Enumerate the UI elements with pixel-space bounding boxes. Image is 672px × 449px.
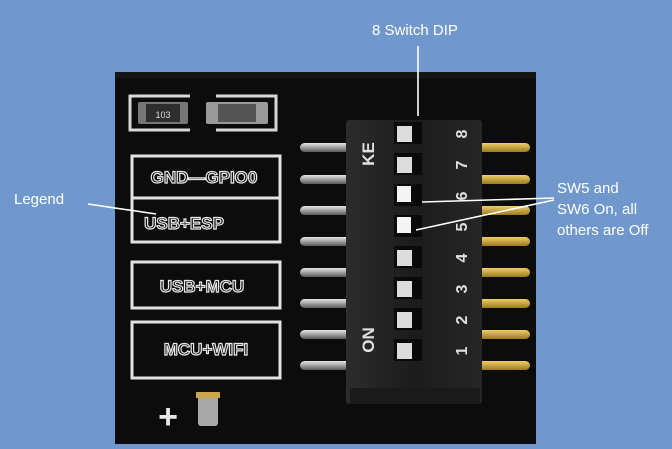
legend-leader-line [87, 203, 157, 215]
dip-switch-3[interactable] [394, 277, 422, 299]
dip-actuator[interactable] [397, 126, 412, 142]
dip-actuator[interactable] [397, 186, 411, 202]
dip-actuator[interactable] [397, 217, 411, 233]
dip-switch-1[interactable] [394, 339, 422, 361]
dip-switch-2[interactable] [394, 308, 422, 330]
dip-switch-6[interactable] [394, 184, 422, 206]
polarity-plus: + [158, 398, 178, 436]
dip-actuator[interactable] [397, 157, 412, 173]
legend-row-gnd-gpio0: GND—GPIO0 [151, 168, 258, 187]
dip-brand-label: KE [359, 142, 378, 166]
dip-switch-slots [394, 122, 422, 361]
dip-pins-right [476, 143, 530, 370]
dip-number-5: 5 [454, 222, 471, 231]
dip-on-label: ON [359, 327, 378, 353]
legend-caption: Legend [14, 191, 65, 208]
dip-switch-5[interactable] [394, 215, 422, 237]
switch-state-line-2: SW6 On, all [557, 201, 638, 218]
legend-row-usb-esp: USB+ESP [144, 214, 224, 233]
dip-number-8: 8 [454, 129, 471, 138]
resistor-label: 103 [155, 110, 170, 120]
dip-number-2: 2 [454, 315, 471, 324]
solder-pad [198, 396, 218, 426]
dip-number-3: 3 [454, 284, 471, 293]
dip-switch-caption: 8 Switch DIP [372, 22, 458, 39]
legend-row-mcu-wifi: MCU+WIFI [164, 340, 249, 359]
board-legend: GND—GPIO0 USB+ESP USB+MCU MCU+WIFI [130, 154, 282, 380]
dip-switch-numbers: 8 7 6 5 4 3 2 1 [454, 129, 471, 355]
dip-actuator[interactable] [397, 281, 412, 297]
sw6-leader-line [415, 199, 555, 231]
dip-number-1: 1 [454, 346, 471, 355]
dip-switch-8[interactable] [394, 122, 422, 144]
dip-number-6: 6 [454, 191, 471, 200]
dip-number-7: 7 [454, 160, 471, 169]
smd-resistor: 103 [128, 93, 278, 133]
switch-state-caption: SW5 and SW6 On, all others are Off [557, 178, 672, 241]
dip-pins-left [300, 143, 356, 370]
legend-row-usb-mcu: USB+MCU [160, 277, 245, 296]
switch-state-line-1: SW5 and [557, 180, 619, 197]
dip-switch-4[interactable] [394, 246, 422, 268]
sw5-leader-line [421, 197, 555, 203]
dip-actuator[interactable] [397, 312, 412, 328]
switch-state-line-3: others are Off [557, 222, 649, 239]
dip-number-4: 4 [454, 253, 471, 262]
dip-actuator[interactable] [397, 343, 412, 359]
dip-switch-7[interactable] [394, 153, 422, 175]
dip-actuator[interactable] [397, 250, 412, 266]
